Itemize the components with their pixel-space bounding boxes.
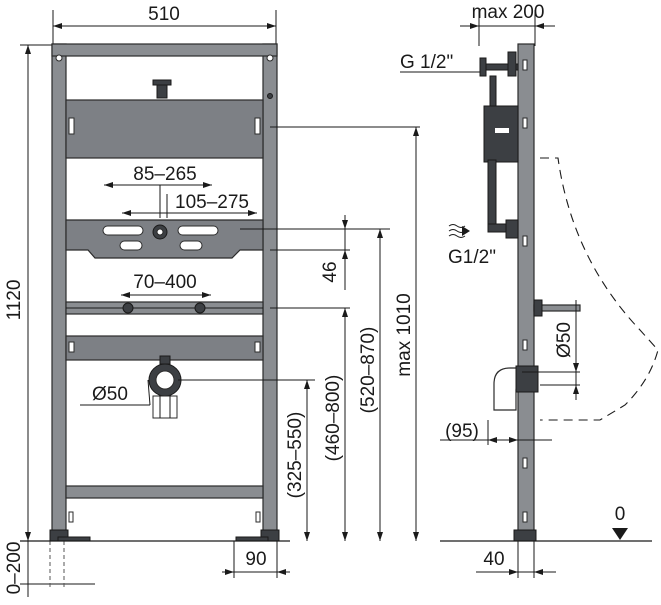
waste-diameter-side-label: Ø50 (554, 322, 575, 358)
dim-frame-depth: 40 (476, 541, 556, 578)
side-inlet: G1/2" (448, 224, 496, 268)
supply-spacing-label: 105–275 (175, 192, 249, 213)
dim-height: 1120 (4, 44, 52, 541)
floor-level-label: 0 (615, 504, 626, 525)
upper-mounting-plate (65, 99, 264, 159)
dim-supply-spacing: 105–275 (122, 192, 257, 218)
dim-drain-spacing: 85–265 (104, 164, 212, 218)
frame-depth-label: 40 (483, 549, 504, 570)
width-label: 510 (148, 4, 180, 25)
offset-95-label: (95) (445, 421, 479, 442)
lower-crossbar (65, 485, 264, 499)
top-rail (51, 43, 278, 57)
height-325-550-label: (325–550) (285, 412, 306, 499)
inlet-thread-top-label: G 1/2" (400, 52, 453, 73)
waste-diameter-label: Ø50 (92, 384, 128, 405)
height-460-800-label: (460–800) (323, 375, 344, 462)
bracket-plate (65, 219, 264, 259)
foot-label: 90 (245, 549, 266, 570)
front-view: 510 1120 0–200 (4, 4, 420, 597)
dim-depth: max 200 (460, 2, 555, 46)
right-upright (262, 43, 278, 535)
height-max-1010-label: max 1010 (394, 293, 415, 376)
drain-spacing-label: 85–265 (133, 164, 196, 185)
waste-pipe (148, 355, 182, 419)
dim-bracket-spacing: 70–400 (121, 272, 211, 298)
supply-valve (152, 79, 172, 99)
bracket-spacing-label: 70–400 (133, 272, 196, 293)
floor-adjust-label: 0–200 (4, 542, 25, 595)
dim-foot: 90 (222, 541, 290, 578)
floor-level-marker: 0 (612, 504, 628, 540)
urinal-outline (540, 157, 659, 421)
height-label: 1120 (4, 280, 25, 321)
bracket-height-label: 46 (320, 261, 341, 282)
side-view: max 200 G 1/2" (400, 2, 659, 578)
dim-floor-adjust: 0–200 (4, 541, 95, 597)
supply-assembly (483, 75, 519, 239)
depth-label: max 200 (472, 2, 545, 23)
dim-waste-diameter: Ø50 (80, 379, 151, 406)
dim-offset-95: (95) (440, 420, 552, 445)
mounting-rail (65, 301, 264, 315)
dim-waste-side: Ø50 (540, 300, 580, 400)
dim-width: 510 (52, 4, 277, 44)
height-520-870-label: (520–870) (358, 327, 379, 414)
left-upright (51, 43, 67, 535)
height-leaders: 46 (325–550) (460–800) (520–870) max 101… (178, 126, 420, 541)
waste-elbow (493, 365, 540, 411)
inlet-thread-side-label: G1/2" (448, 247, 496, 268)
top-inlet: G 1/2" (400, 51, 519, 77)
